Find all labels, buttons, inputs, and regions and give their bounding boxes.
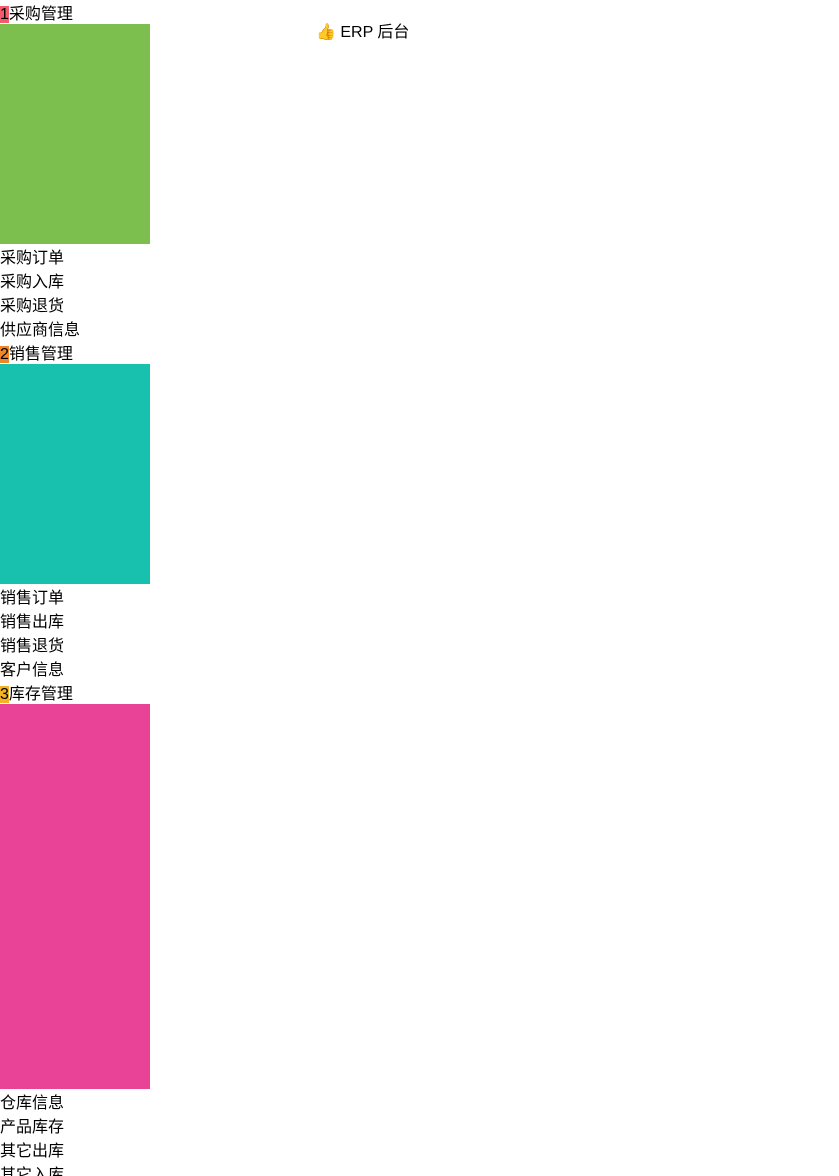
column-title-2: 销售管理 [8, 346, 73, 363]
list-item-label: 产品库存 [0, 1119, 65, 1136]
column-items-1: 采购订单采购入库采购退货供应商信息 [0, 24, 150, 340]
list-item[interactable]: 采购入库 [0, 268, 150, 292]
list-item-label: 仓库信息 [0, 1095, 65, 1112]
list-item-label: 供应商信息 [0, 322, 81, 339]
list-item[interactable]: 销售退货 [0, 632, 150, 656]
column-spine-1 [0, 24, 150, 244]
column-header-3[interactable]: 3库存管理 [0, 680, 150, 704]
list-item-label: 销售出库 [0, 614, 65, 631]
column-title-3: 库存管理 [8, 686, 73, 703]
list-item-label: 客户信息 [0, 662, 65, 679]
root-node[interactable]: 👍 ERP 后台 [316, 18, 523, 86]
column-spine-2 [0, 364, 150, 584]
list-item[interactable]: 其它入库 [0, 1161, 150, 1176]
list-item[interactable]: 仓库信息 [0, 1089, 150, 1113]
list-item-label: 采购退货 [0, 298, 65, 315]
column-header-2[interactable]: 2销售管理 [0, 340, 150, 364]
root-title: ERP 后台 [340, 24, 410, 41]
list-item[interactable]: 产品库存 [0, 1113, 150, 1137]
column-3: 3库存管理仓库信息产品库存其它出库其它入库库存调拨库存盘点出库库明细 [0, 680, 150, 1176]
list-item[interactable]: 采购退货 [0, 292, 150, 316]
column-items-2: 销售订单销售出库销售退货客户信息 [0, 364, 150, 680]
list-item-label: 其它出库 [0, 1143, 65, 1160]
list-item[interactable]: 其它出库 [0, 1137, 150, 1161]
list-item-label: 其它入库 [0, 1167, 65, 1176]
column-spine-3 [0, 704, 150, 1089]
column-badge-1: 1 [0, 6, 9, 23]
list-item[interactable]: 采购订单 [0, 244, 150, 268]
list-item-label: 销售退货 [0, 638, 65, 655]
column-header-1[interactable]: 1采购管理 [0, 0, 150, 24]
list-item[interactable]: 客户信息 [0, 656, 150, 680]
list-item-label: 采购订单 [0, 250, 65, 267]
column-items-3: 仓库信息产品库存其它出库其它入库库存调拨库存盘点出库库明细 [0, 704, 150, 1176]
column-badge-3: 3 [0, 686, 9, 703]
column-1: 1采购管理采购订单采购入库采购退货供应商信息 [0, 0, 150, 340]
thumbs-up-icon: 👍 [316, 24, 336, 41]
column-badge-2: 2 [0, 346, 9, 363]
list-item[interactable]: 销售出库 [0, 608, 150, 632]
list-item-label: 销售订单 [0, 590, 65, 607]
list-item-label: 采购入库 [0, 274, 65, 291]
column-title-1: 采购管理 [8, 6, 73, 23]
column-2: 2销售管理销售订单销售出库销售退货客户信息 [0, 340, 150, 680]
list-item[interactable]: 供应商信息 [0, 316, 150, 340]
